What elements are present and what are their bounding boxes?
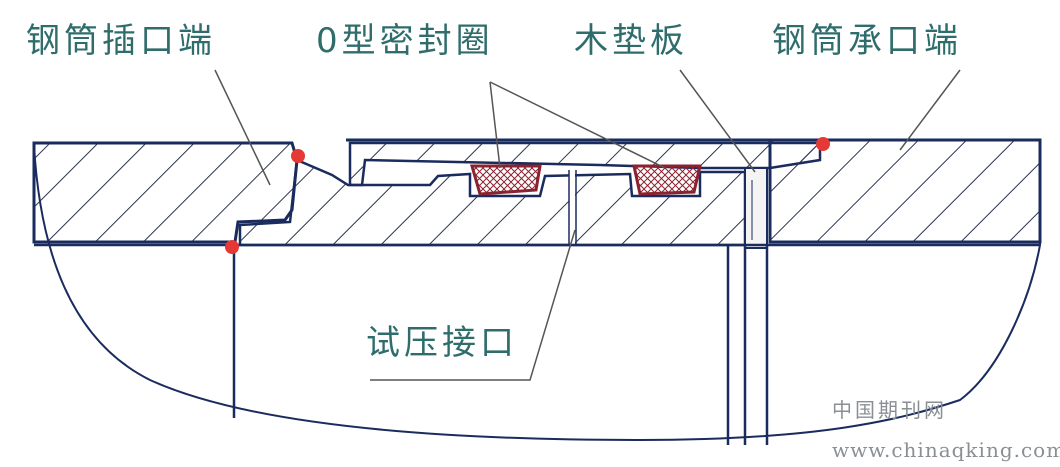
leader-lines [214,69,961,381]
label-spigot-end: 钢筒插口端 [26,21,216,61]
label-wood-pad: 木垫板 [574,21,688,61]
outer-break-boundary [33,140,1041,442]
socket-end-wall [768,138,1042,244]
watermark-site-name: 中国期刊网 [832,398,947,422]
leader-spigot-end [214,69,271,186]
weld-dot-spigot-bottom [225,240,239,254]
spigot-end-wall [32,141,299,244]
leader-o-ring-1 [489,81,501,169]
leader-o-ring-2 [489,81,666,169]
o-ring-seal-2 [632,164,702,196]
o-ring-seal-1 [470,164,542,196]
weld-dot-spigot-top [291,149,305,163]
leader-socket-end [899,69,961,151]
weld-dot-socket [816,137,830,151]
label-o-ring: 0型密封圈 [316,21,494,61]
label-test-port: 试压接口 [366,323,518,363]
wood-pad [744,167,768,249]
label-socket-end: 钢筒承口端 [772,21,962,61]
leader-test-port [370,229,576,381]
leader-wood-pad [679,69,756,173]
watermark-site-url: www.chinaqking.com [832,438,1060,462]
